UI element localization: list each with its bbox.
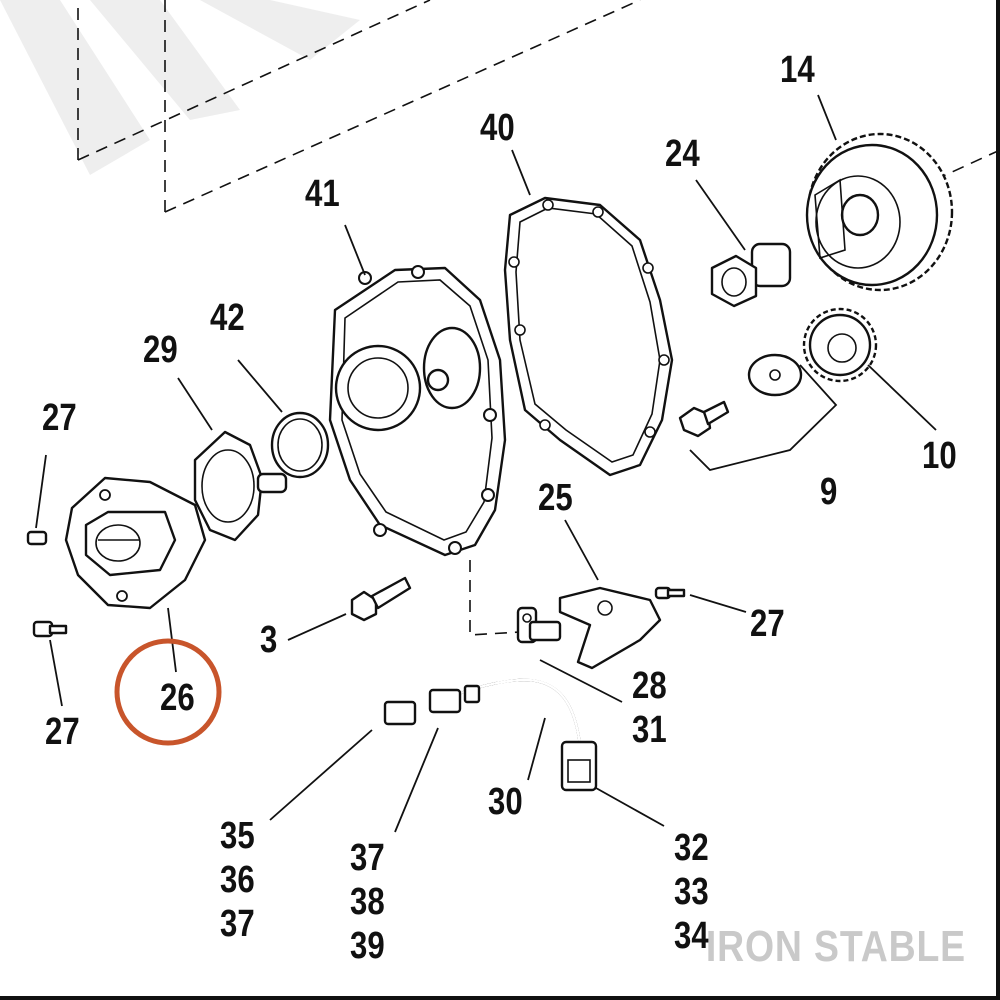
callout-30: 30 — [488, 781, 523, 823]
callout-27-left-bottom: 27 — [45, 711, 80, 753]
part-30-harness — [383, 678, 598, 792]
callout-26: 26 — [160, 677, 195, 719]
callout-25: 25 — [538, 477, 573, 519]
part-14-sprocket — [805, 132, 954, 292]
part-41-cover — [328, 265, 507, 557]
callout-27-right: 27 — [750, 603, 785, 645]
callout-14: 14 — [780, 49, 815, 91]
part-3-bolt — [350, 576, 412, 622]
callout-32-34: 32 33 34 — [674, 827, 709, 957]
part-42-oring — [270, 411, 330, 479]
part-40-gasket — [503, 196, 674, 477]
part-28-sensor — [516, 606, 562, 644]
part-10-small-sprocket — [802, 307, 878, 383]
callout-10: 10 — [922, 435, 957, 477]
part-24-tensioner — [710, 242, 792, 308]
callout-29: 29 — [143, 329, 178, 371]
callout-40: 40 — [480, 107, 515, 149]
part-9-bolt-washer — [678, 353, 803, 438]
callout-28-31: 28 31 — [632, 665, 667, 751]
leader-lines — [35, 94, 937, 833]
callout-24: 24 — [665, 133, 700, 175]
part-29-plate — [193, 430, 288, 542]
callout-41: 41 — [305, 173, 340, 215]
callout-9: 9 — [820, 471, 838, 513]
callout-35-37: 35 36 37 — [220, 815, 255, 945]
highlight-ring-26 — [114, 638, 222, 746]
background-stripes — [0, 0, 360, 175]
part-27-screws — [26, 530, 686, 638]
callout-37-39: 37 38 39 — [350, 837, 385, 967]
watermark-logo: IRON STABLE — [705, 922, 966, 971]
part-25-bracket — [558, 586, 662, 670]
callout-27-left-top: 27 — [42, 397, 77, 439]
callout-42: 42 — [210, 297, 245, 339]
part-26-timer-cover — [64, 476, 207, 610]
callout-3: 3 — [260, 619, 278, 661]
